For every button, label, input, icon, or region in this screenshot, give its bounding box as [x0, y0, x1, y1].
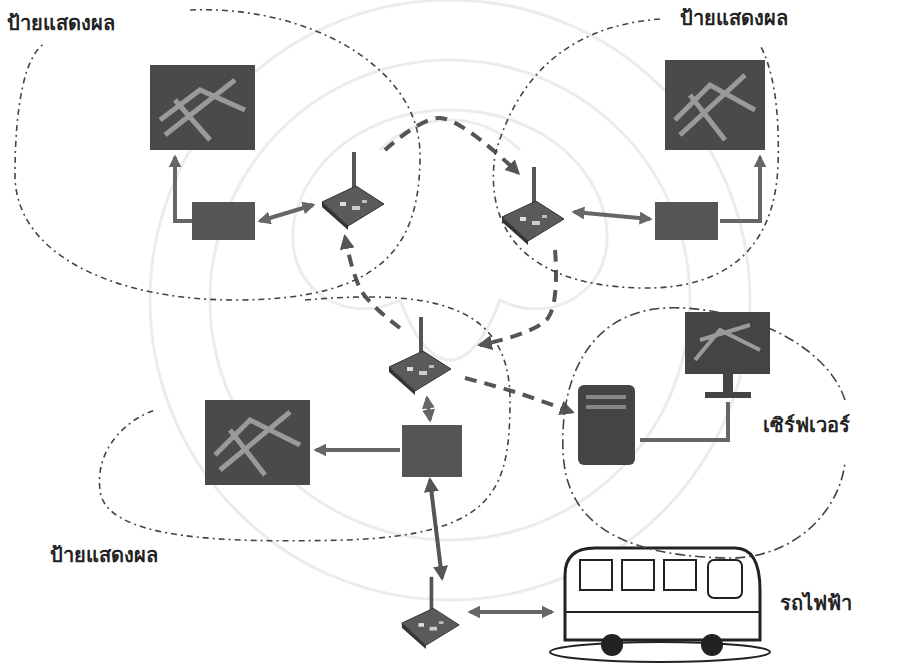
link-arrow [480, 250, 556, 345]
controller-module [402, 425, 462, 477]
region-label: ป้ายแสดงผล [680, 5, 788, 31]
dashed-region: ป้ายแสดงผล [45, 290, 515, 575]
watermark-seal [150, 0, 750, 600]
wireless-node [502, 167, 564, 245]
region-outline [493, 19, 778, 288]
region-label: ป้ายแสดงผล [7, 10, 115, 36]
link-arrow [175, 157, 760, 612]
link-arrow [385, 118, 518, 173]
dashed-region: เซิร์ฟเวอร์ [555, 300, 890, 565]
link-arrow [465, 378, 572, 412]
monitor [685, 312, 770, 398]
region-outline [5, 5, 425, 305]
electric-bus [550, 548, 770, 662]
display-screen [665, 60, 765, 150]
region-outline [480, 5, 880, 295]
controller-module [655, 202, 718, 240]
wireless-node [322, 152, 384, 230]
display-screen [150, 65, 255, 150]
dashed-region: ป้ายแสดงผล [480, 5, 880, 295]
region-label: รถไฟฟ้า [780, 590, 852, 616]
display-screen [205, 400, 310, 485]
link-arrow [345, 237, 400, 328]
controller-module [192, 202, 255, 240]
vehicle-group: รถไฟฟ้า [385, 578, 875, 666]
region-outline [99, 297, 510, 541]
region-outline [15, 10, 420, 300]
region-outline [45, 290, 515, 575]
region-label: ป้ายแสดงผล [50, 542, 158, 568]
dashed-region: ป้ายแสดงผล [5, 5, 425, 305]
server-computer [578, 385, 635, 465]
region-label: เซิร์ฟเวอร์ [763, 412, 850, 438]
wireless-node [402, 577, 459, 649]
